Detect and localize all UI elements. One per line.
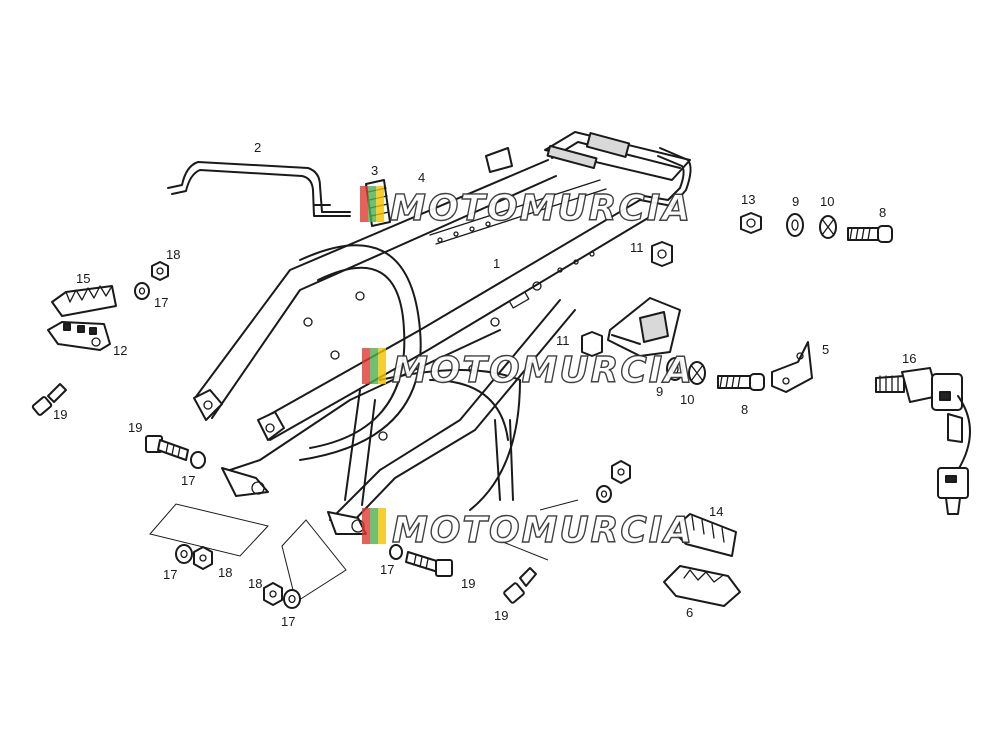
callout-18a: 18 bbox=[166, 247, 180, 262]
watermark-text-top: MOTOMURCIA bbox=[390, 188, 692, 229]
callout-12: 12 bbox=[113, 343, 127, 358]
callout-17e: 17 bbox=[380, 562, 394, 577]
right-footrest bbox=[663, 513, 741, 607]
callout-18b: 18 bbox=[218, 565, 232, 580]
callout-15: 15 bbox=[76, 271, 90, 286]
callout-17c: 17 bbox=[163, 567, 177, 582]
callout-8b: 8 bbox=[741, 402, 748, 417]
fasteners bbox=[31, 383, 631, 609]
watermark-middle: MOTOMURCIA bbox=[362, 348, 694, 392]
callout-3: 3 bbox=[371, 163, 378, 178]
callout-10a: 10 bbox=[820, 194, 834, 209]
callout-19b: 19 bbox=[128, 420, 142, 435]
callout-14: 14 bbox=[709, 504, 723, 519]
watermark-text-middle: MOTOMURCIA bbox=[392, 350, 694, 391]
callout-17d: 17 bbox=[281, 614, 295, 629]
callout-labels: 1 2 3 4 5 6 8 8 9 9 10 10 11 11 12 13 14… bbox=[53, 140, 916, 629]
callout-18c: 18 bbox=[248, 576, 262, 591]
hardware-top-right bbox=[651, 212, 893, 267]
callout-17b: 17 bbox=[181, 473, 195, 488]
rear-subframe bbox=[193, 131, 692, 535]
callout-11a: 11 bbox=[630, 240, 644, 255]
callout-10b: 10 bbox=[680, 392, 694, 407]
callout-9a: 9 bbox=[792, 194, 799, 209]
callout-1: 1 bbox=[493, 256, 500, 271]
callout-17a: 17 bbox=[154, 295, 168, 310]
callout-2: 2 bbox=[254, 140, 261, 155]
callout-16: 16 bbox=[902, 351, 916, 366]
callout-5: 5 bbox=[822, 342, 829, 357]
callout-6: 6 bbox=[686, 605, 693, 620]
callout-19c: 19 bbox=[461, 576, 475, 591]
bracket-assembly bbox=[581, 297, 813, 393]
watermark-text-bottom: MOTOMURCIA bbox=[392, 510, 694, 551]
callout-13: 13 bbox=[741, 192, 755, 207]
grab-handle bbox=[167, 161, 351, 217]
watermark-top: MOTOMURCIA bbox=[360, 186, 692, 230]
callout-19d: 19 bbox=[494, 608, 508, 623]
left-footrest bbox=[47, 261, 169, 351]
callout-4: 4 bbox=[418, 170, 425, 185]
lock-and-key bbox=[875, 367, 971, 515]
callout-19a: 19 bbox=[53, 407, 67, 422]
callout-8a: 8 bbox=[879, 205, 886, 220]
watermark-bottom: MOTOMURCIA bbox=[362, 508, 694, 552]
callout-11b: 11 bbox=[556, 333, 570, 348]
callout-9b: 9 bbox=[656, 384, 663, 399]
